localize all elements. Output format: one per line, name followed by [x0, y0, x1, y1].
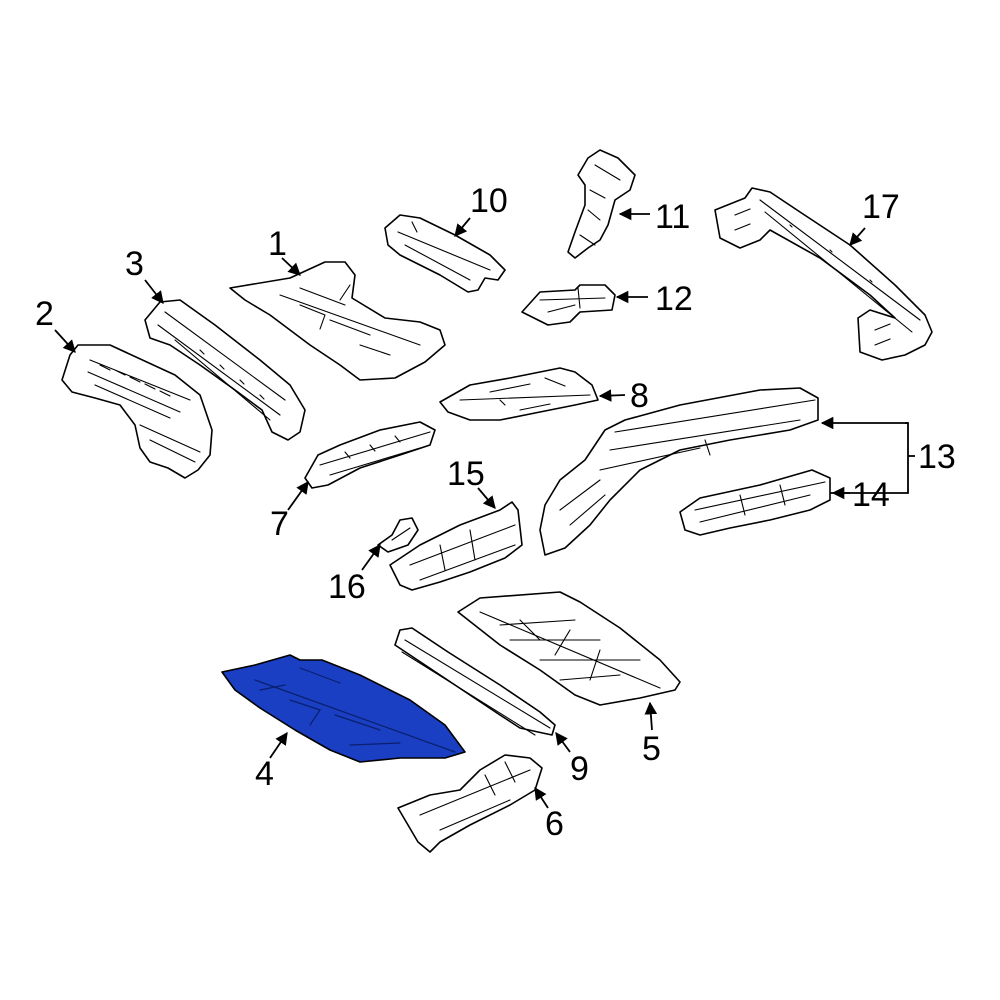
leader-4 — [269, 731, 288, 759]
leader-2 — [54, 329, 76, 353]
callout-6: 6 — [545, 805, 564, 843]
callout-8: 8 — [630, 377, 649, 415]
part-6-wheelhouse-bracket[interactable] — [397, 754, 543, 853]
leader-16 — [361, 543, 381, 571]
callout-7: 7 — [270, 505, 289, 543]
part-14-rail-extension[interactable] — [679, 469, 831, 536]
callout-3: 3 — [125, 245, 144, 283]
callout-4: 4 — [255, 755, 274, 793]
callout-14: 14 — [852, 476, 890, 514]
leader-1 — [281, 257, 301, 276]
part-2-dash-panel[interactable] — [61, 344, 213, 479]
part-12-brace[interactable] — [521, 284, 616, 326]
callout-2: 2 — [35, 295, 54, 333]
leader-9 — [555, 731, 571, 753]
callout-17: 17 — [862, 188, 900, 226]
leader-10 — [454, 217, 471, 237]
part-5-rear-floor-pan[interactable] — [457, 591, 681, 706]
callout-5: 5 — [642, 730, 661, 768]
callout-16: 16 — [328, 568, 366, 606]
part-11-bracket[interactable] — [567, 149, 636, 259]
leader-lines — [54, 207, 915, 809]
leader-5 — [644, 701, 658, 731]
part-7-rail[interactable] — [304, 421, 436, 489]
part-8-cross-member[interactable] — [439, 367, 599, 421]
part-15-inner-panel[interactable] — [389, 501, 523, 591]
leader-8 — [598, 389, 626, 402]
leader-17 — [849, 227, 866, 246]
part-9-cross-bar[interactable] — [394, 627, 556, 736]
leader-15 — [477, 487, 496, 509]
part-17-bumper-reinforcement[interactable] — [714, 187, 933, 361]
callout-9: 9 — [570, 750, 589, 788]
callout-1: 1 — [268, 225, 287, 263]
part-13-rear-frame-rail[interactable] — [539, 387, 819, 556]
part-10-reinforcement[interactable] — [384, 214, 506, 293]
part-4-floor-pan-highlighted[interactable] — [221, 654, 466, 763]
part-16-small-bracket[interactable] — [377, 517, 419, 553]
callout-15: 15 — [447, 455, 485, 493]
callout-12: 12 — [655, 280, 693, 318]
callout-numbers: 1 2 3 4 5 6 7 8 9 10 11 12 13 14 15 16 1… — [35, 182, 956, 843]
callout-11: 11 — [655, 198, 690, 236]
callout-13: 13 — [918, 438, 956, 476]
leader-6 — [534, 786, 549, 809]
callout-10: 10 — [470, 182, 508, 220]
part-3-side-member[interactable] — [144, 299, 306, 441]
leader-7 — [287, 480, 309, 511]
leader-3 — [144, 279, 164, 304]
part-1-front-floor-pan[interactable] — [229, 261, 446, 381]
